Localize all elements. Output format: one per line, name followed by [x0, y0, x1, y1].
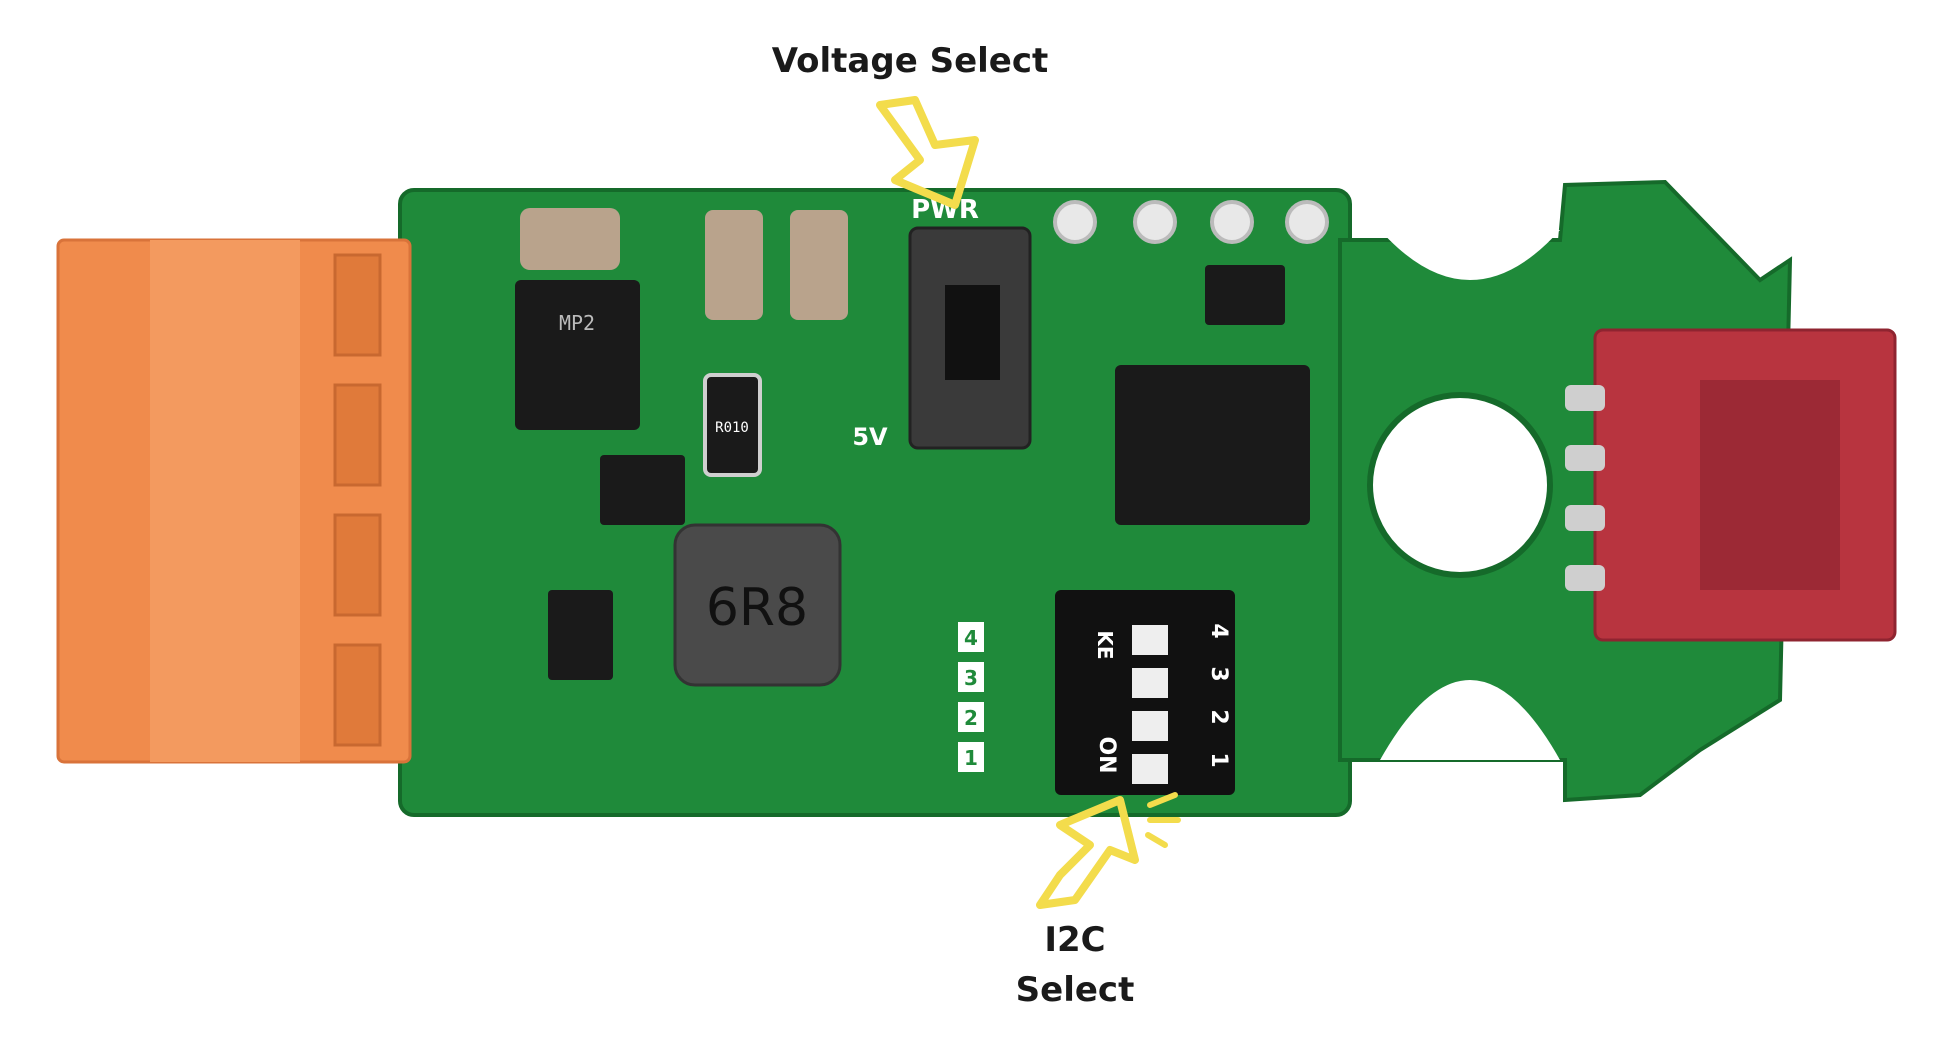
sparkle-icon	[1145, 792, 1181, 848]
silkscreen-box	[958, 662, 984, 692]
i2c-arrow-icon	[1036, 796, 1139, 909]
dip-number: 3	[1206, 666, 1231, 681]
connector-pin	[1565, 385, 1605, 411]
silkscreen-5v: 5V	[852, 423, 888, 451]
dip-number: 1	[1206, 752, 1231, 767]
dip-number: 2	[1206, 709, 1231, 724]
silkscreen-box	[958, 702, 984, 732]
through-hole	[1210, 200, 1254, 244]
dip-toggle	[1132, 754, 1168, 784]
capacitor	[790, 210, 848, 320]
pcb-bottom-notch	[1380, 680, 1560, 760]
ic-chip	[1115, 365, 1310, 525]
i2c-label-line1: I2C	[1044, 920, 1106, 960]
voltage-select-label: Voltage Select	[771, 41, 1049, 81]
mounting-hole	[1367, 392, 1553, 578]
side-number: 4	[964, 626, 978, 650]
pcb-top-notch	[1380, 230, 1560, 280]
terminal-slot	[333, 513, 382, 617]
ic-chip	[600, 455, 685, 525]
dip-number: 4	[1206, 623, 1231, 638]
terminal-slot	[333, 253, 382, 357]
terminal-slot	[333, 643, 382, 747]
through-hole	[1053, 200, 1097, 244]
through-hole	[1285, 200, 1329, 244]
ic-chip	[548, 590, 613, 680]
connector-pin	[1565, 445, 1605, 471]
silkscreen-box	[958, 622, 984, 652]
side-number: 3	[964, 666, 978, 690]
ic-chip	[515, 280, 640, 430]
ic-marking: MP2	[559, 311, 595, 335]
dip-ke-label: KE	[1093, 630, 1117, 659]
capacitor	[705, 210, 763, 320]
silkscreen-box	[958, 742, 984, 772]
inductor-marking: 6R8	[706, 578, 808, 638]
terminal-slot	[333, 383, 382, 487]
terminal-block-front	[150, 240, 300, 762]
ic-chip	[1205, 265, 1285, 325]
through-hole	[1133, 200, 1177, 244]
resistor-marking: R010	[715, 420, 749, 436]
connector-pin	[1565, 565, 1605, 591]
dip-toggle	[1132, 625, 1168, 655]
i2c-select-label: I2C Select	[960, 915, 1190, 1015]
capacitor	[520, 208, 620, 270]
side-number: 2	[964, 706, 978, 730]
voltage-arrow-icon	[876, 96, 979, 209]
red-connector-inner	[1700, 380, 1840, 590]
switch-actuator	[945, 285, 1000, 380]
dip-toggle	[1132, 668, 1168, 698]
side-number: 1	[964, 746, 978, 770]
inductor	[673, 523, 842, 687]
i2c-label-line2: Select	[1015, 970, 1135, 1010]
dip-toggle	[1132, 711, 1168, 741]
dip-on-label: ON	[1094, 736, 1119, 773]
connector-pin	[1565, 505, 1605, 531]
shunt-resistor	[703, 373, 762, 477]
